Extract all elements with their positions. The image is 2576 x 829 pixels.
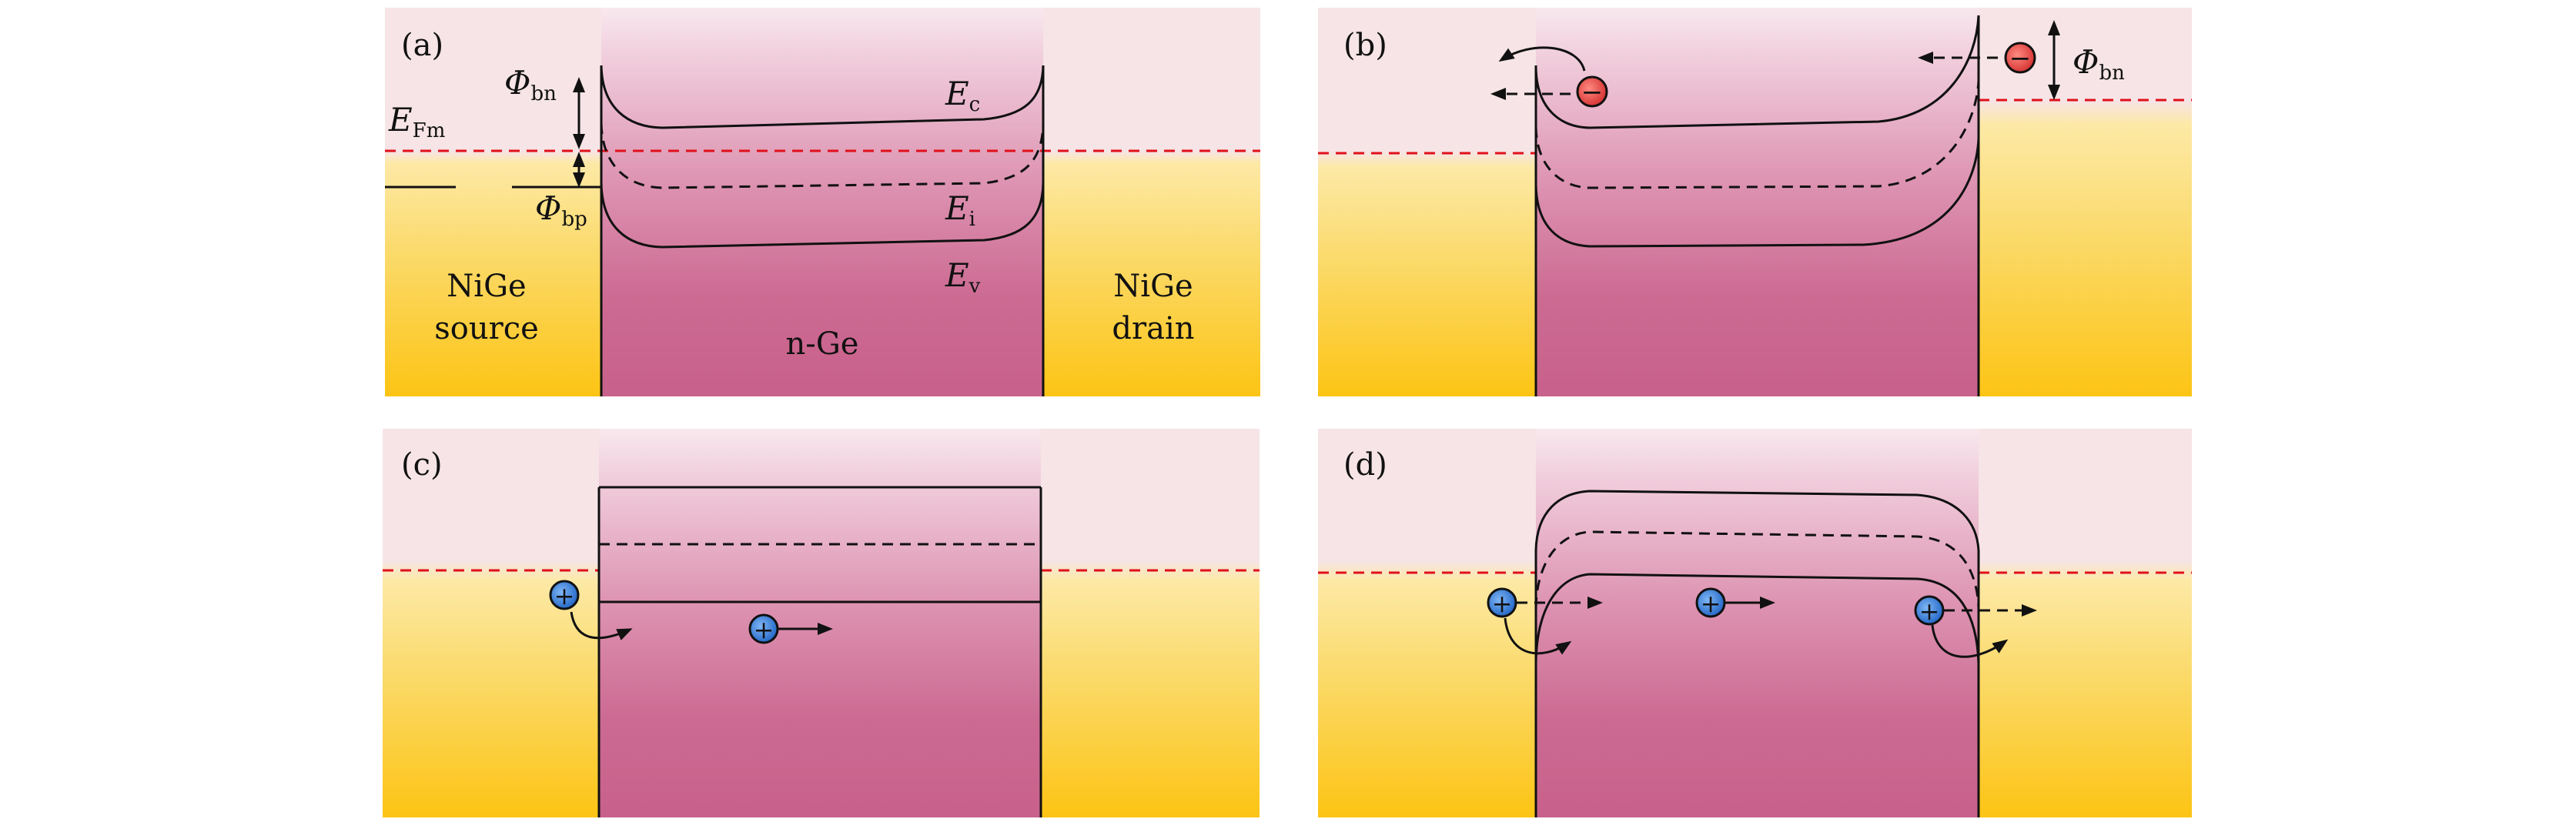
panel-b-electron-left — [1576, 75, 1608, 108]
panel-a-ev-label: Ev — [945, 256, 981, 298]
panel-d-hole-source-injection-arrow — [1504, 617, 1572, 655]
panel-c-hole-source-sign: + — [554, 581, 575, 610]
panel-b-electron-left-emission-arrow — [1498, 46, 1586, 72]
panel-a: (a) EFm Φbn Φbp Ec Ei Ev NiGe source n-G… — [385, 8, 1260, 396]
panel-a-conduction-band — [600, 65, 1045, 129]
panel-b-drain-metal — [1979, 8, 2192, 396]
panel-c-drain-metal — [1041, 429, 1260, 817]
panel-d-hole-drain — [1914, 595, 1945, 626]
panel-a-intrinsic-level — [600, 122, 1045, 189]
panel-d-hole-channel-sign: + — [1701, 589, 1721, 618]
panel-a-ei-label: Ei — [945, 189, 975, 231]
panel-a-phi-bn-label: Φbn — [504, 64, 557, 105]
panel-c-hole-injection-arrow — [570, 611, 633, 640]
panel-a-valence-band — [600, 182, 1045, 249]
panel-b-conduction-band — [1534, 15, 1980, 129]
panel-b-phi-bn-label: Φbn — [2073, 43, 2125, 85]
panel-a-source-label-line2: source — [434, 311, 539, 346]
panel-a-drain-label-line2: drain — [1112, 311, 1194, 346]
panel-a-efm-label: EFm — [388, 101, 445, 142]
panel-b-electron-right — [2004, 42, 2036, 74]
panel-c: + + (c) — [383, 429, 1260, 817]
panel-d-hole-channel — [1695, 587, 1726, 618]
panel-a-drain-metal — [1043, 8, 1260, 396]
panel-a-channel-label: n-Ge — [786, 326, 859, 362]
panel-d-hole-drain-emission-arrow — [1931, 624, 2009, 658]
panel-d: + + + (d) — [1318, 429, 2192, 817]
panel-b-electron-right-sign: − — [2009, 43, 2032, 74]
panel-b-source-metal — [1318, 8, 1536, 396]
panel-a-ec-label: Ec — [945, 75, 980, 116]
panel-a-source-metal — [385, 8, 601, 396]
panel-c-label: (c) — [401, 447, 443, 483]
panel-d-hole-source-sign: + — [1492, 589, 1513, 618]
panel-b: − − (b) Φbn — [1318, 8, 2192, 396]
panel-c-hole-channel-sign: + — [754, 615, 774, 644]
panel-b-intrinsic-level — [1534, 80, 1980, 189]
panel-b-label: (b) — [1343, 28, 1387, 63]
panel-a-label: (a) — [401, 28, 443, 63]
panel-d-source-metal — [1318, 429, 1536, 817]
panel-d-intrinsic-level — [1534, 530, 1980, 609]
panel-d-drain-metal — [1979, 429, 2192, 817]
panel-c-hole-channel — [748, 613, 779, 644]
panel-b-channel — [1536, 8, 1979, 396]
panel-a-source-label-line1: NiGe — [447, 269, 526, 304]
panel-d-valence-band — [1534, 573, 1980, 664]
panel-d-hole-drain-sign: + — [1919, 597, 1940, 626]
panel-c-source-metal — [383, 429, 599, 817]
panel-a-channel — [601, 8, 1043, 396]
panel-d-channel — [1536, 429, 1979, 817]
panel-c-hole-source — [549, 580, 580, 610]
panel-d-hole-source — [1487, 587, 1517, 618]
panel-b-valence-band — [1534, 138, 1980, 248]
panel-a-phi-bp-label: Φbp — [535, 189, 587, 231]
panel-d-label: (d) — [1343, 447, 1387, 483]
panel-d-conduction-band — [1534, 490, 1980, 551]
panel-b-electron-left-sign: − — [1581, 77, 1604, 108]
panel-a-drain-label-line1: NiGe — [1113, 269, 1193, 304]
